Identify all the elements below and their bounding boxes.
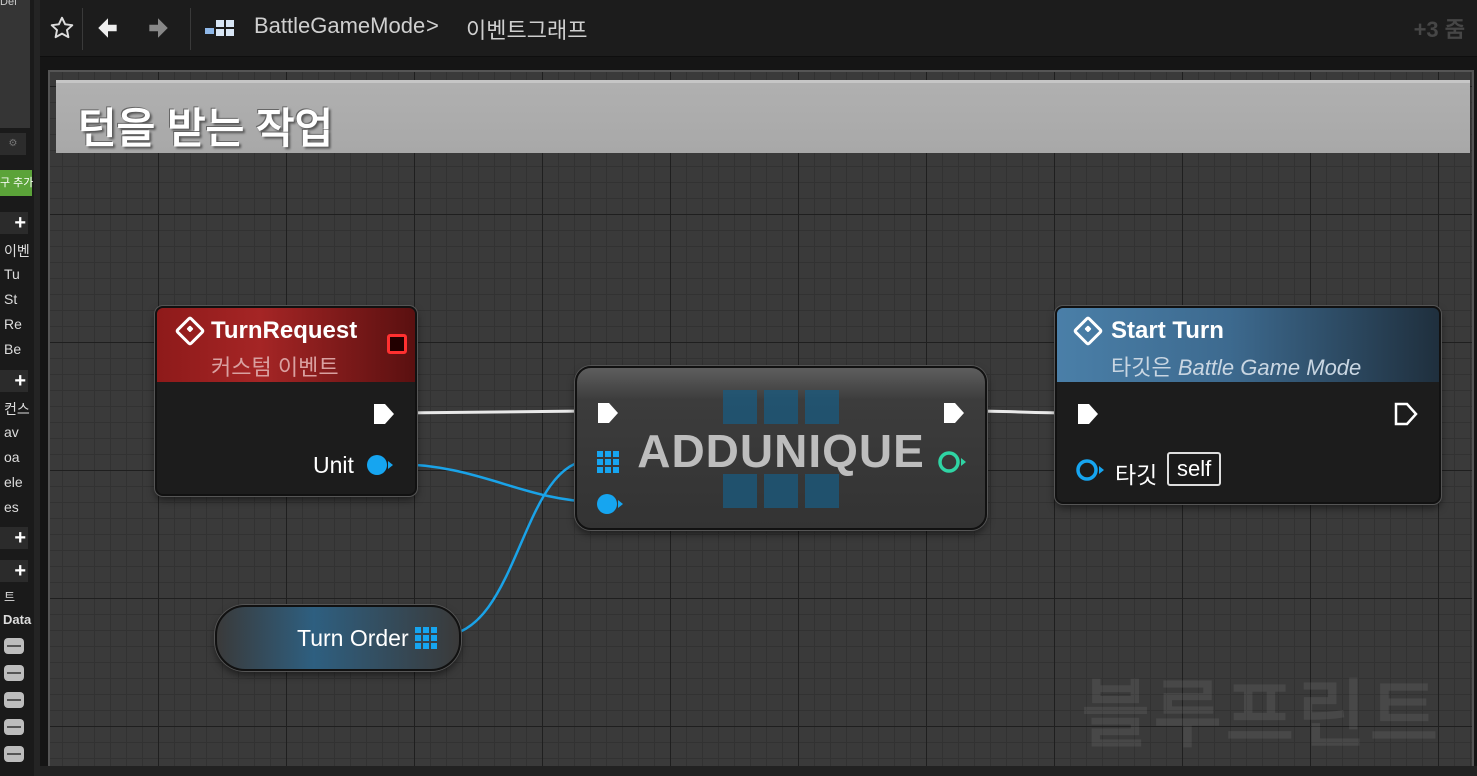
canvas-bottom-bar	[40, 766, 1477, 776]
forward-arrow-icon[interactable]	[142, 10, 174, 46]
window-frame	[34, 0, 40, 776]
comment-box-header[interactable]: 턴을 받는 작업	[56, 80, 1470, 153]
pin-label-unit: Unit	[313, 452, 354, 478]
subtitle-target-class: Battle Game Mode	[1177, 355, 1362, 380]
node-title: TurnRequest	[211, 317, 358, 344]
blueprint-graph-icon	[202, 10, 238, 46]
variable-label: Turn Order	[297, 625, 409, 651]
comment-title: 턴을 받는 작업	[78, 105, 334, 152]
variables-category-label: Data	[3, 612, 32, 627]
variable-type-icon[interactable]	[4, 638, 24, 654]
sidebar-item-func-1[interactable]: 컨스	[4, 401, 30, 417]
back-arrow-icon[interactable]	[92, 10, 124, 46]
zoom-level: +3 줌	[1413, 17, 1465, 42]
add-variable-button[interactable]: +	[0, 560, 28, 582]
sidebar-item-graph[interactable]: 이벤	[4, 243, 30, 259]
variable-type-icon[interactable]	[4, 692, 24, 708]
blueprint-watermark: 블루프린트	[1081, 673, 1442, 756]
sidebar-item-func-2[interactable]: av	[4, 424, 19, 440]
node-title: ADDUNIQUE	[637, 425, 925, 477]
add-component-button[interactable]: 구 추가	[0, 170, 33, 196]
subtitle-prefix: 타깃은	[1111, 355, 1172, 380]
details-label: Def	[0, 0, 18, 8]
graph-toolbar: BattleGameMode > 이벤트그래프 +3 줌	[40, 0, 1477, 57]
add-macro-button[interactable]: +	[0, 527, 28, 549]
breadcrumb-root[interactable]: BattleGameMode	[254, 13, 426, 38]
panel-tab[interactable]: ⚙	[0, 133, 26, 155]
event-node-header	[157, 308, 415, 382]
sidebar-item-event-4[interactable]: Be	[4, 341, 22, 357]
start-turn-function-node[interactable]: Start Turn 타깃은 Battle Game Mode 타깃 self	[1055, 306, 1441, 504]
turn-request-event-node[interactable]: TurnRequest 커스텀 이벤트 Unit	[155, 306, 417, 496]
object-output-pin-icon[interactable]	[365, 453, 395, 477]
turn-order-variable-node[interactable]: Turn Order	[215, 605, 461, 671]
sidebar-item-func-3[interactable]: oa	[4, 449, 20, 465]
details-panel-fragment: Def	[0, 0, 30, 128]
add-unique-node[interactable]: ADDUNIQUE	[575, 366, 987, 530]
breadcrumb-chevron-icon: >	[426, 13, 439, 38]
sidebar-item-dispatcher[interactable]: 트	[4, 590, 16, 604]
node-title: Start Turn	[1111, 317, 1224, 344]
favorite-star-icon[interactable]	[46, 10, 78, 46]
exec-input-pin-icon[interactable]	[595, 400, 621, 426]
array-output-pin-icon[interactable]	[415, 627, 437, 649]
sidebar-item-event-2[interactable]: St	[4, 291, 18, 307]
sidebar-item-event-3[interactable]: Re	[4, 316, 22, 332]
function-node-header	[1057, 308, 1439, 382]
exec-output-pin-icon[interactable]	[371, 401, 397, 427]
variable-type-icon[interactable]	[4, 719, 24, 735]
target-self-value[interactable]: self	[1167, 452, 1222, 486]
exec-output-pin-icon[interactable]	[1393, 401, 1419, 427]
target-input-pin-icon[interactable]	[1075, 458, 1107, 482]
array-watermark-icon	[723, 390, 839, 508]
breadcrumb-current[interactable]: 이벤트그래프	[466, 18, 588, 43]
add-graph-button[interactable]: +	[0, 212, 28, 234]
sidebar-item-func-4[interactable]: ele	[4, 474, 23, 490]
sidebar-item-func-5[interactable]: es	[4, 499, 19, 515]
delegate-pin-icon[interactable]	[387, 334, 407, 354]
sidebar-item-event-1[interactable]: Tu	[4, 266, 20, 282]
exec-output-pin-icon[interactable]	[941, 400, 967, 426]
int-output-pin-icon[interactable]	[937, 450, 969, 474]
pin-label-target: 타깃	[1115, 462, 1158, 488]
node-subtitle: 커스텀 이벤트	[211, 355, 339, 380]
variable-type-icon[interactable]	[4, 665, 24, 681]
node-subtitle: 타깃은 Battle Game Mode	[1111, 350, 1361, 382]
left-sidebar: Def ⚙ 구 추가 + 이벤 Tu St Re Be + 컨스 av oa e…	[0, 0, 34, 776]
add-function-button[interactable]: +	[0, 370, 28, 392]
exec-input-pin-icon[interactable]	[1075, 401, 1101, 427]
variable-type-icon[interactable]	[4, 746, 24, 762]
item-input-pin-icon[interactable]	[595, 492, 625, 516]
array-input-pin-icon[interactable]	[597, 451, 619, 473]
